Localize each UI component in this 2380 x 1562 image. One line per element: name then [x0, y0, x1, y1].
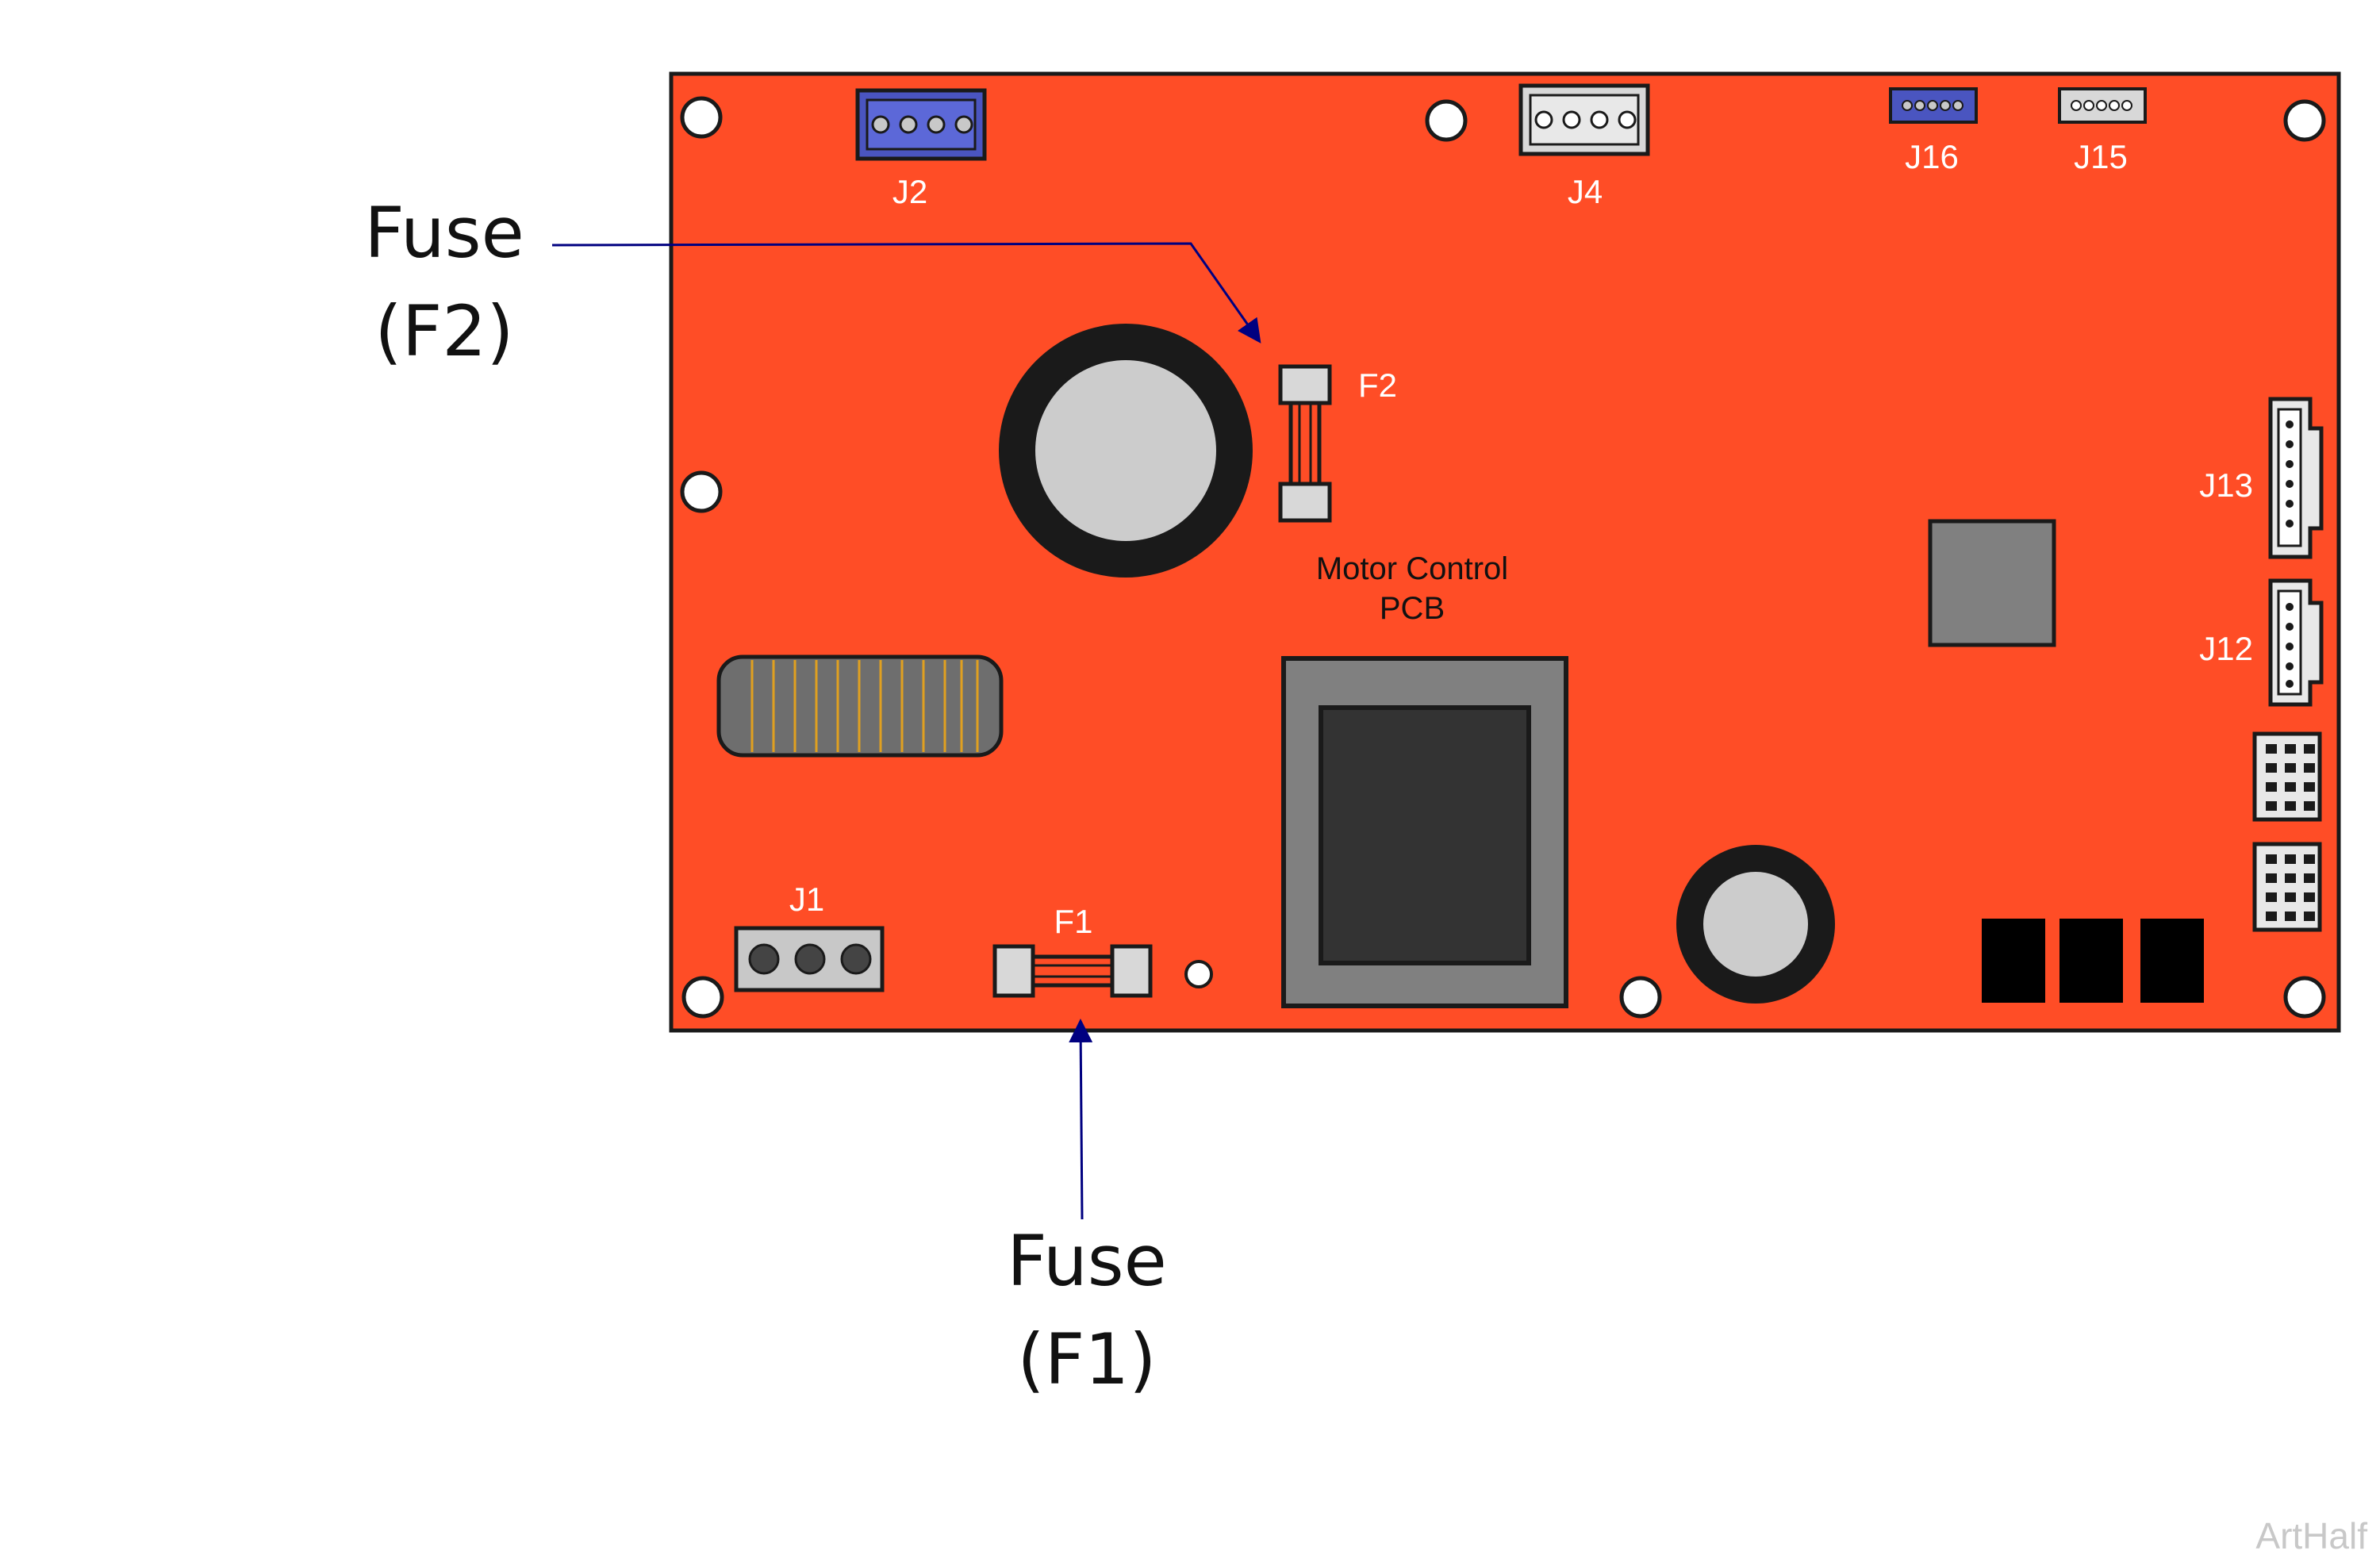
board-title-line1: Motor Control [1316, 551, 1508, 586]
mounting-hole [2283, 976, 2326, 1019]
relay-block [1982, 919, 2045, 1003]
callout-fuse-f1: Fuse (F1) [976, 1212, 1198, 1409]
fuse-label-f1: F1 [1054, 903, 1092, 940]
connector-label-j12: J12 [2199, 630, 2253, 667]
callout-f1-line2: (F1) [1017, 1318, 1157, 1400]
connector-label-j2: J2 [892, 173, 927, 210]
connector-j1 [734, 926, 885, 992]
fuse-f2 [1278, 364, 1332, 523]
connector-j12 [2268, 578, 2324, 707]
connector-label-j13: J13 [2199, 466, 2253, 504]
small-hole [1184, 960, 1213, 988]
transformer [1281, 656, 1568, 1008]
relay-block [2140, 919, 2204, 1003]
footer-credit: ArtHalf [2255, 1515, 2367, 1556]
connector-j4 [1518, 83, 1650, 156]
pin-header-lower [2252, 842, 2322, 932]
large-capacitor [999, 324, 1253, 578]
callout-f2-line1: Fuse [364, 192, 524, 274]
mounting-hole [1425, 99, 1468, 142]
connector-j2 [855, 88, 987, 161]
connector-j16 [1889, 87, 1978, 124]
ic-chip [1928, 519, 2056, 647]
mounting-hole [2283, 99, 2326, 142]
board-title-line2: PCB [1380, 591, 1445, 626]
fuse-f1 [992, 944, 1153, 998]
relay-block [2059, 919, 2123, 1003]
mounting-hole [1619, 976, 1662, 1019]
small-capacitor [1676, 845, 1835, 1004]
leader-line-f2 [551, 242, 1261, 343]
mounting-hole [680, 96, 723, 139]
pin-header-upper [2252, 731, 2322, 822]
leader-line-f1 [1069, 1019, 1093, 1220]
callout-fuse-f2: Fuse (F2) [333, 184, 555, 381]
connector-label-j1: J1 [789, 881, 824, 918]
connector-label-j15: J15 [2074, 138, 2128, 175]
inductor-coil [716, 654, 1004, 758]
connector-j15 [2058, 87, 2147, 124]
connector-label-j16: J16 [1905, 138, 1959, 175]
mounting-holes [680, 96, 2326, 1019]
fuse-label-f2: F2 [1358, 367, 1397, 404]
connector-label-j4: J4 [1568, 173, 1603, 210]
callout-f1-line1: Fuse [1007, 1220, 1167, 1302]
mounting-hole [680, 470, 723, 513]
connector-j13 [2268, 397, 2324, 559]
callout-f2-line2: (F2) [374, 290, 514, 372]
mounting-hole [681, 976, 724, 1019]
